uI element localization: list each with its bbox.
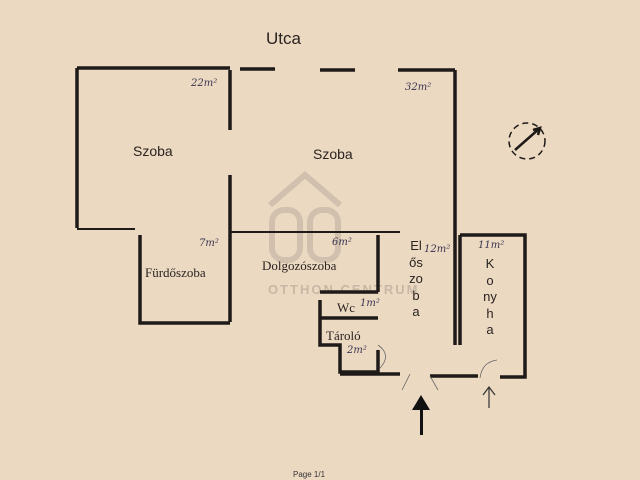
area-tarolo: 2m² (347, 345, 367, 356)
area-eloszoba: 12m² (424, 244, 451, 255)
area-dolgozoszoba: 6m² (332, 237, 352, 248)
area-furdoszoba: 7m² (199, 238, 219, 249)
area-wc: 1m² (360, 298, 380, 309)
area-szoba-1: 22m² (191, 78, 218, 89)
street-label: Utca (266, 29, 301, 48)
room-szoba-1: Szoba (133, 143, 173, 159)
room-wc: Wc (337, 300, 356, 315)
walls (75, 66, 527, 379)
room-tarolo: Tároló (326, 328, 361, 343)
page-footer: Page 1/1 (293, 470, 326, 479)
compass-icon (508, 122, 546, 160)
room-konyha: Konyha (483, 256, 497, 337)
door-swings (377, 344, 498, 391)
room-dolgozoszoba: Dolgozószoba (262, 258, 337, 273)
room-szoba-2: Szoba (313, 146, 353, 162)
entrance-arrow-icon (412, 395, 430, 435)
kitchen-entrance-arrow-icon (482, 386, 496, 408)
area-szoba-2: 32m² (405, 82, 432, 93)
room-furdoszoba: Fürdőszoba (145, 265, 206, 280)
room-eloszoba: Előszoba (409, 238, 423, 319)
watermark-logo (268, 171, 342, 263)
area-konyha: 11m² (478, 240, 505, 251)
watermark-text: OTTHON CENTRUM (268, 282, 420, 297)
